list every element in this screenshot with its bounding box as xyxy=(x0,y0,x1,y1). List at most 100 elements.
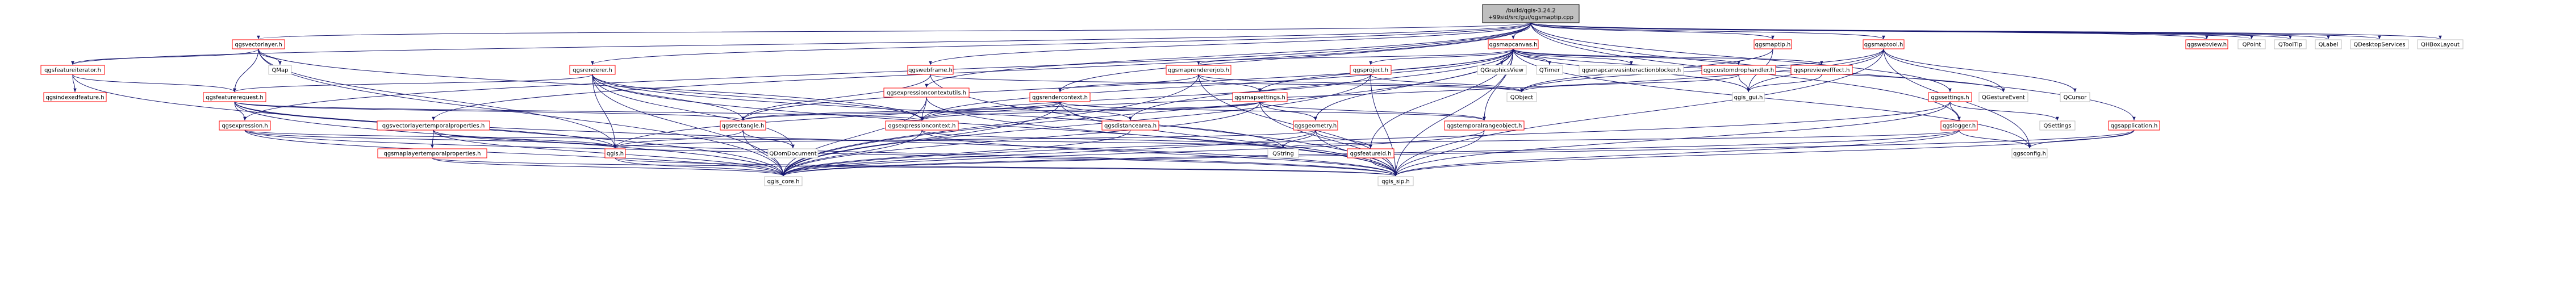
node-qgsrectangle[interactable]: qgsrectangle.h xyxy=(720,120,766,131)
node-QHBoxLayout: QHBoxLayout xyxy=(2417,39,2464,49)
node-box-QObject xyxy=(1506,92,1537,102)
node-qgslogger[interactable]: qgslogger.h xyxy=(1940,120,1978,131)
edge-qgsmapsettings-to-qgis_core xyxy=(782,101,1260,177)
node-qgsgeometry[interactable]: qgsgeometry.h xyxy=(1293,120,1338,131)
node-box-qgsproject xyxy=(1350,65,1392,75)
node-qgsdistancearea[interactable]: qgsdistancearea.h xyxy=(1101,120,1159,131)
node-qgis_core: qgis_core.h xyxy=(764,176,803,186)
node-qgsmapcanvas[interactable]: qgsmapcanvas.h xyxy=(1488,39,1539,49)
node-label-qgsrectangle: qgsrectangle.h xyxy=(722,123,765,130)
node-qgsvectorlayer[interactable]: qgsvectorlayer.h xyxy=(232,39,285,49)
node-label-qgis_core: qgis_core.h xyxy=(767,179,800,185)
edge-qgsgeometry-to-qgsfeatureid xyxy=(1315,130,1372,149)
node-qgsexpressioncontextutils[interactable]: qgsexpressioncontextutils.h xyxy=(883,87,970,98)
edge-root-to-qgsrendercontext xyxy=(1058,22,1531,93)
edge-qgsmapcanvas-to-qgsrectangle xyxy=(741,48,1514,121)
node-box-QSettings xyxy=(2039,120,2076,131)
node-qgscustomdrophandler[interactable]: qgscustomdrophandler.h xyxy=(1701,65,1776,75)
edge-qgsmapsettings-to-qgis_sip xyxy=(1259,101,1397,177)
node-qgsindexedfeature[interactable]: qgsindexedfeature.h xyxy=(43,92,107,102)
edge-qgsmapcanvas-to-QTimer xyxy=(1513,48,1551,65)
edge-qgstemporalrangeobject-to-qgis_sip xyxy=(1394,130,1485,177)
node-qgsmaptool[interactable]: qgsmaptool.h xyxy=(1863,39,1905,49)
node-label-qgsdistancearea: qgsdistancearea.h xyxy=(1104,123,1157,130)
edge-root-to-qgsmaptool xyxy=(1530,22,1885,40)
node-qgsproject[interactable]: qgsproject.h xyxy=(1350,65,1392,75)
edge-qgsmapcanvas-to-qgsdistancearea xyxy=(1129,48,1514,121)
node-box-qgs_gui xyxy=(1732,92,1765,102)
node-qgsfeaturerequest[interactable]: qgsfeaturerequest.h xyxy=(203,92,266,102)
node-qgswebframe[interactable]: qgswebframe.h xyxy=(907,65,954,75)
node-box-qgspreviewefffect xyxy=(1790,65,1853,75)
edge-qgsvectorlayer-to-qgsexpressioncontext xyxy=(258,48,924,121)
node-label-QDomDocument: QDomDocument xyxy=(769,151,816,157)
node-qgsfeatureiterator[interactable]: qgsfeatureiterator.h xyxy=(40,65,105,75)
node-qgs_gui: qgis_gui.h xyxy=(1732,92,1765,102)
node-box-QTimer xyxy=(1536,65,1563,75)
edge-qgsproject-to-qgis_sip xyxy=(1370,74,1397,177)
node-qgsapplication[interactable]: qgsapplication.h xyxy=(2108,120,2160,131)
node-qgis[interactable]: qgis.h xyxy=(604,148,626,158)
node-qgsmaptip[interactable]: qgsmaptip.h xyxy=(1753,39,1792,49)
node-qgsrenderer[interactable]: qgsrenderer.h xyxy=(569,65,616,75)
node-qgstemporalrangeobject[interactable]: qgstemporalrangeobject.h xyxy=(1444,120,1525,131)
edge-qgsexpressioncontext-to-qgis_sip xyxy=(921,130,1397,177)
node-qgsexpression[interactable]: qgsexpression.h xyxy=(219,120,271,131)
edge-qgsexpression-to-QString xyxy=(244,130,1285,149)
node-qgswebview[interactable]: qgswebview.h xyxy=(2185,39,2228,49)
node-label-qgscustomdrophandler: qgscustomdrophandler.h xyxy=(1704,68,1774,74)
node-box-qgsmapsettings xyxy=(1232,92,1288,102)
edge-qgsexpressioncontext-to-QString xyxy=(921,130,1285,149)
node-box-qgsmaptip xyxy=(1753,39,1792,49)
edge-qgssettings-to-qgis_core xyxy=(782,101,1951,177)
node-box-qgsconfig xyxy=(2011,148,2048,158)
node-qgssettings[interactable]: qgssettings.h xyxy=(1928,92,1972,102)
node-qgsexpressioncontext[interactable]: qgsexpressioncontext.h xyxy=(885,120,959,131)
edge-qgsfeaturerequest-to-qgsrectangle xyxy=(234,101,745,121)
edge-qgsmapcanvas-to-qgsfeatureid xyxy=(1369,48,1514,149)
node-qgsmapsettings[interactable]: qgsmapsettings.h xyxy=(1232,92,1288,102)
edge-qgsrendercontext-to-qgis_core xyxy=(782,101,1061,177)
node-QGraphicsView: QGraphicsView xyxy=(1477,65,1527,75)
node-qgsrendercontext[interactable]: qgsrendercontext.h xyxy=(1029,92,1091,102)
node-QString: QString xyxy=(1267,148,1299,158)
node-QDomDocument: QDomDocument xyxy=(767,148,819,158)
edge-root-to-qgswebframe xyxy=(929,22,1531,65)
edge-qgsmaplayertemporalproperties-to-qgis_sip xyxy=(432,157,1397,177)
node-box-QToolTip xyxy=(2274,39,2307,49)
edge-root-to-qgssettings xyxy=(1530,22,1952,93)
node-qgsmaprendererjob[interactable]: qgsmaprendererjob.h xyxy=(1166,65,1231,75)
node-box-qgsmapcanvas xyxy=(1488,39,1539,49)
node-label-qgsconfig: qgsconfig.h xyxy=(2013,151,2046,157)
node-label-root: /build/qgis-3.24.2 xyxy=(1506,8,1555,14)
edge-qgsgeometry-to-qgis xyxy=(613,130,1316,149)
edge-qgsmapsettings-to-qgsexpressioncontext xyxy=(920,101,1260,121)
edge-qgsmapcanvas-to-qgscustomdrophandler xyxy=(1513,48,1740,65)
edge-qgsrenderer-to-qgis xyxy=(592,74,617,149)
node-label-root: +99sid/src/gui/qgsmaptip.cpp xyxy=(1488,15,1573,21)
node-qgsmaplayertemporalproperties[interactable]: qgsmaplayertemporalproperties.h xyxy=(377,148,487,158)
node-box-qgsrenderer xyxy=(569,65,616,75)
edge-qgsexpression-to-qgis_core xyxy=(244,130,785,177)
node-box-qgsmaplayertemporalproperties xyxy=(377,148,487,158)
node-QTimer: QTimer xyxy=(1536,65,1563,75)
edge-root-to-QHBoxLayout xyxy=(1530,22,2442,40)
node-label-qgis: qgis.h xyxy=(607,151,624,157)
node-qgsfeatureid[interactable]: qgsfeatureid.h xyxy=(1347,148,1395,158)
node-QLabel: QLabel xyxy=(2315,39,2342,49)
edge-qgslogger-to-qgis_sip xyxy=(1394,130,1960,177)
node-label-qgsexpression: qgsexpression.h xyxy=(222,123,268,130)
edge-qgsvectorlayer-to-qgsfeaturerequest xyxy=(233,48,259,93)
node-label-qgswebview: qgswebview.h xyxy=(2187,42,2227,48)
edge-qgsfeaturerequest-to-qgsexpression xyxy=(234,101,247,121)
node-box-qgsfeaturerequest xyxy=(203,92,266,102)
edge-qgsexpression-to-qgis xyxy=(244,130,617,149)
node-qgsvectorlayertemporalproperties[interactable]: qgsvectorlayertemporalproperties.h xyxy=(377,120,490,131)
edge-qgssettings-to-qgslogger xyxy=(1949,101,1961,121)
node-qgspreviewefffect[interactable]: qgspreviewefffect.h xyxy=(1790,65,1853,75)
node-label-qgssettings: qgssettings.h xyxy=(1931,95,1969,101)
node-label-QMap: QMap xyxy=(272,68,289,74)
edge-qgsvectorlayer-to-qgsfeatureiterator xyxy=(71,48,259,65)
edge-qgsmapcanvas-to-qgsproject xyxy=(1369,48,1514,65)
node-label-QTimer: QTimer xyxy=(1539,68,1560,74)
